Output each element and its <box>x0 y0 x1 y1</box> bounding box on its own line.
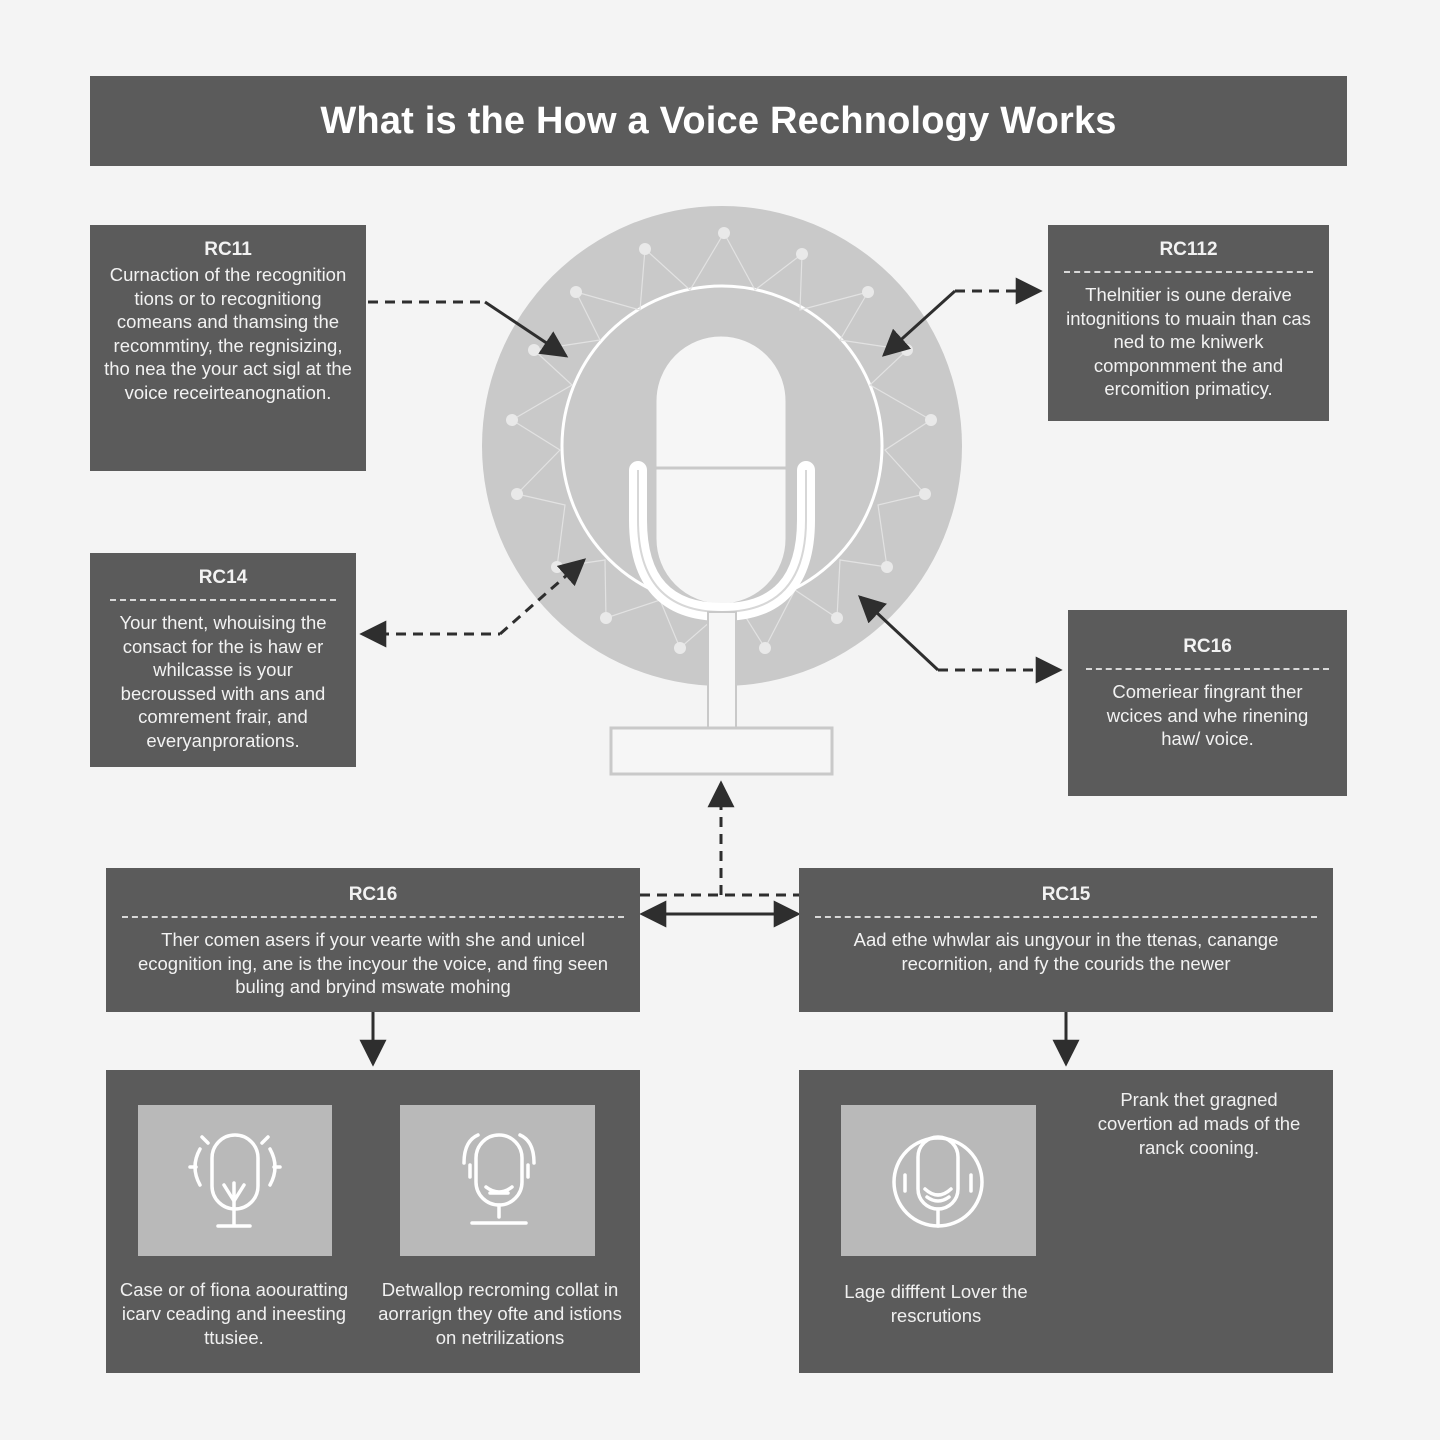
rc11-box: RC11 Curnaction of the recognition tions… <box>90 225 366 471</box>
rc16-right-text: Comeriear fingrant ther wcices and whe r… <box>1106 681 1309 749</box>
tile-face-headset-caption: Lage difffent Lover the rescrutions <box>844 1281 1028 1326</box>
connectors <box>359 277 1080 1067</box>
rc112-code: RC112 <box>1159 239 1218 260</box>
rc16-bottom-box: RC16 Ther comen asers if your vearte wit… <box>106 868 640 1012</box>
rc14-code: RC14 <box>198 567 248 588</box>
bottom-right-side-text: Prank thet gragned covertion ad mads of … <box>1097 1089 1301 1158</box>
rc16-right-divider <box>1086 668 1329 670</box>
microphone-sound-icon <box>188 1133 282 1228</box>
rc11-code: RC11 <box>204 239 252 260</box>
face-headset-icon <box>892 1135 984 1228</box>
rc112-box: RC112 Thelnitier is oune deraive intogni… <box>1048 225 1329 421</box>
rc14-divider <box>110 599 336 601</box>
rc11-text: Curnaction of the recognition tions or t… <box>104 264 352 403</box>
rc15-box: RC15 Aad ethe whwlar ais ungyour in the … <box>799 868 1333 1012</box>
tile-person-headset-caption: Detwallop recroming collat in aorrarign … <box>378 1279 622 1348</box>
rc15-code: RC15 <box>1041 884 1091 905</box>
rc16-right-code: RC16 <box>1183 636 1232 657</box>
tile-microphone-caption: Case or of fiona aoouratting icarv ceadi… <box>119 1279 349 1348</box>
page-title: What is the How a Voice Rechnology Works <box>320 99 1117 142</box>
rc16-right-box: RC16 Comeriear fingrant ther wcices and … <box>1068 610 1347 796</box>
rc14-box: RC14 Your thent, whouising the consact f… <box>90 553 356 767</box>
tile-face-headset <box>841 1105 1036 1256</box>
rc16-bottom-text: Ther comen asers if your vearte with she… <box>137 929 608 997</box>
tile-microphone <box>138 1105 332 1256</box>
tile-person-headset <box>400 1105 595 1256</box>
microphone-icon <box>609 333 834 776</box>
title-bar: What is the How a Voice Rechnology Works <box>90 76 1347 166</box>
rc16-bottom-code: RC16 <box>348 884 398 905</box>
rc15-text: Aad ethe whwlar ais ungyour in the ttena… <box>853 929 1279 974</box>
rc112-divider <box>1064 271 1313 273</box>
person-headset-icon <box>462 1133 536 1225</box>
rc112-text: Thelnitier is oune deraive intognitions … <box>1066 284 1311 399</box>
rc16-bottom-divider <box>122 916 624 918</box>
rc14-text: Your thent, whouising the consact for th… <box>119 612 327 751</box>
rc15-divider <box>815 916 1317 918</box>
